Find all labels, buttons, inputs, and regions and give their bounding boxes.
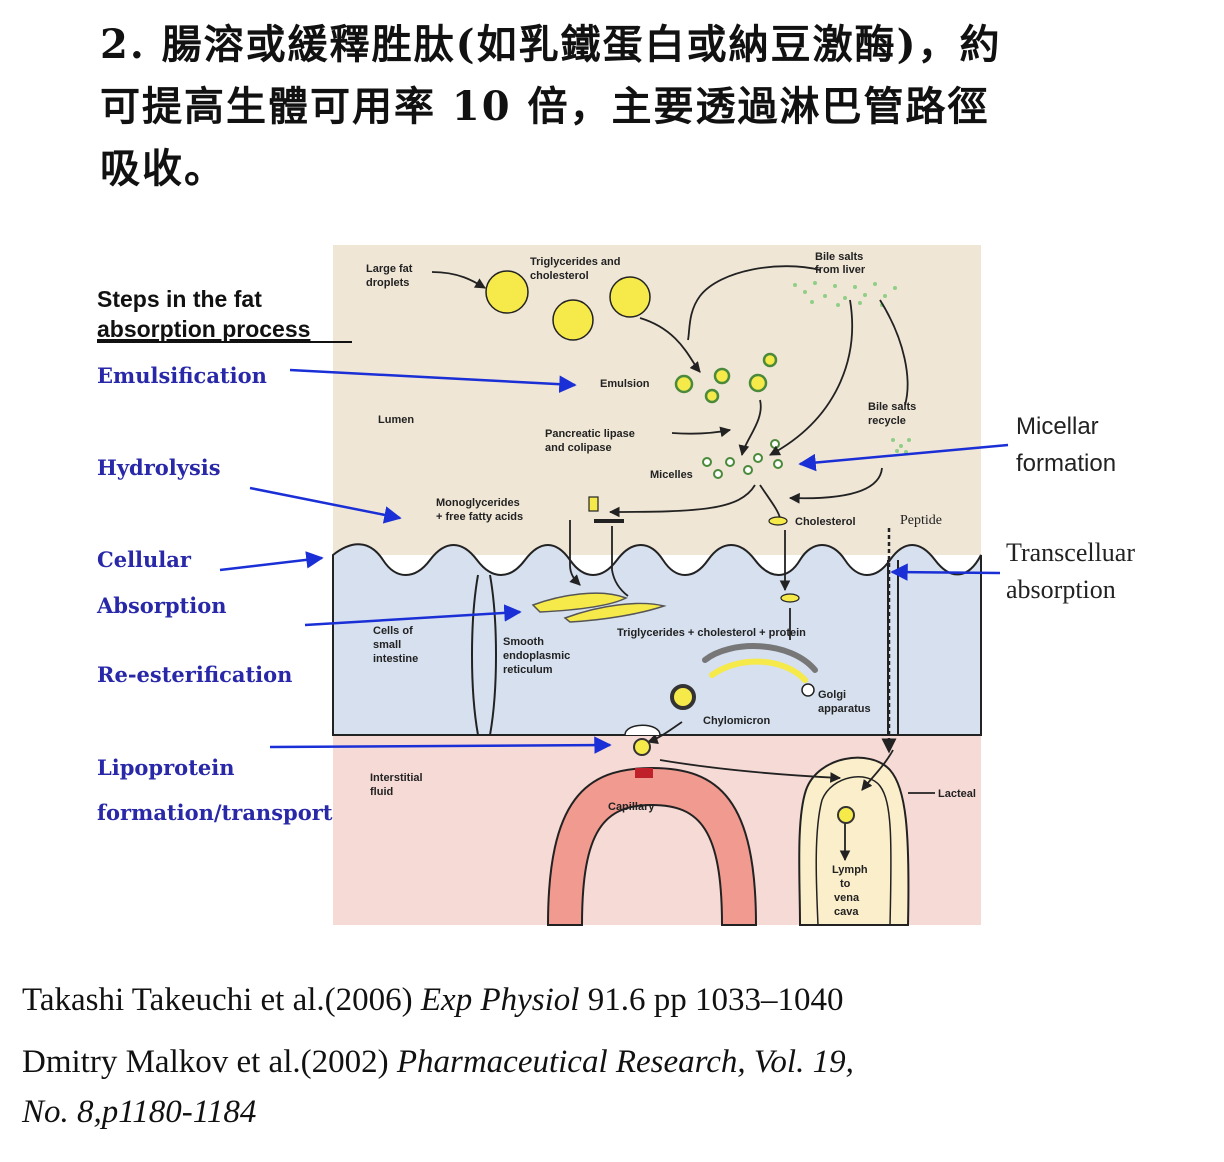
note-transcelluar: Transcelluar [1006,538,1135,567]
chylomicron [670,684,696,710]
step-re-esterification: Re-esterification [97,662,292,687]
label-emulsion: Emulsion [600,378,650,390]
chylomicron-released [633,738,651,756]
lacteal [798,756,910,926]
label-golgi-1: Golgi [818,689,846,701]
note-formation: formation [1016,450,1116,477]
citation-2: Dmitry Malkov et al.(2002) Pharmaceutica… [22,1038,854,1086]
cholesterol-marker [768,516,788,526]
fat-droplet [485,270,529,314]
label-lymph-1: Lymph [832,864,868,876]
capillary [546,766,758,926]
cholesterol-in-cell [780,593,800,603]
note-micellar: Micellar [1016,413,1099,440]
label-lumen: Lumen [378,414,414,426]
epithelial-cell-layer [332,543,982,736]
diagram-title-line-1: Steps in the fat [97,286,262,312]
micelles [702,439,783,479]
fat-droplet [552,299,594,341]
label-cells-1: Cells of [373,625,413,637]
heading-line-1: 2. 腸溶或緩釋胜肽(如乳鐵蛋白或納豆激酶)，約 [100,21,1002,68]
label-mono-2: + free fatty acids [436,511,523,523]
diagram-title-line-2: absorption process [97,316,310,342]
label-tri-chol-2: cholesterol [530,270,589,282]
pathway-arrows [431,265,935,862]
label-ser-2: endoplasmic [503,650,570,662]
label-large-fat-2: droplets [366,277,409,289]
exocytosis-pocket [624,724,661,736]
citation-1-details: 91.6 pp 1033–1040 [579,982,844,1018]
step-emulsification: Emulsification [97,363,267,388]
label-interstitial-1: Interstitial [370,772,423,784]
label-lymph-2: to [840,878,851,890]
label-interstitial-2: fluid [370,786,393,798]
label-lipase-2: and colipase [545,442,612,454]
cell-border-left [471,574,497,736]
capillary-pore [635,768,653,778]
heading-line-2: 可提高生體可用率 10 倍，主要透過淋巴管路徑 [100,83,990,130]
step-hydrolysis: Hydrolysis [97,455,221,480]
golgi-vesicle [801,683,815,697]
label-peptide: Peptide [900,513,942,528]
step-cellular: Cellular [97,547,192,572]
smooth-er [531,592,667,623]
chylomicron-lacteal [837,806,855,824]
label-cholesterol: Cholesterol [795,516,856,528]
citation-2-cont: No. 8,p1180-1184 [22,1088,256,1136]
citation-2-authors: Dmitry Malkov et al.(2002) [22,1044,397,1080]
emulsion-droplets [674,352,778,404]
citation-1: Takashi Takeuchi et al.(2006) Exp Physio… [22,976,843,1024]
label-golgi-2: apparatus [818,703,871,715]
fatty-acid-bar [594,519,624,523]
heading-line-3: 吸收。 [100,145,226,192]
label-ser-1: Smooth [503,636,544,648]
blue-pointer-arrows [219,368,1009,754]
lacteal-inner [815,776,892,926]
label-bile-recycle-1: Bile salts [868,401,916,413]
monoglyceride-marker [588,496,599,512]
label-cells-2: small [373,639,401,651]
label-lacteal: Lacteal [938,788,976,800]
citation-1-authors: Takashi Takeuchi et al.(2006) [22,982,421,1018]
step-formation-transport: formation/transport [97,800,333,825]
label-lymph-4: cava [834,906,859,918]
label-mono-1: Monoglycerides [436,497,520,509]
citation-2-journal: Pharmaceutical Research, Vol. 19, [396,1044,854,1080]
label-lipase-1: Pancreatic lipase [545,428,635,440]
citation-1-journal: Exp Physiol [420,982,580,1018]
label-chylomicron: Chylomicron [703,715,771,727]
golgi-apparatus [702,643,818,683]
citation-2-details: No. 8,p1180-1184 [22,1094,257,1130]
label-bile-2: from liver [815,264,866,276]
step-absorption: Absorption [96,593,227,618]
note-absorption: absorption [1006,575,1116,604]
page-heading: 2. 腸溶或緩釋胜肽(如乳鐵蛋白或納豆激酶)，約 可提高生體可用率 10 倍，主… [100,14,1190,200]
label-ser-3: reticulum [503,664,553,676]
label-bile-recycle-2: recycle [868,415,906,427]
label-lymph-3: vena [834,892,860,904]
step-lipoprotein: Lipoprotein [97,755,235,780]
label-bile-1: Bile salts [815,251,863,263]
label-tcp: Triglycerides + cholesterol + protein [617,627,806,639]
label-capillary: Capillary [608,801,655,813]
label-cells-3: intestine [373,653,418,665]
fat-droplet [609,276,651,318]
label-large-fat-1: Large fat [366,263,413,275]
lumen-region [333,245,981,555]
label-micelles: Micelles [650,469,693,481]
label-tri-chol-1: Triglycerides and [530,256,620,268]
